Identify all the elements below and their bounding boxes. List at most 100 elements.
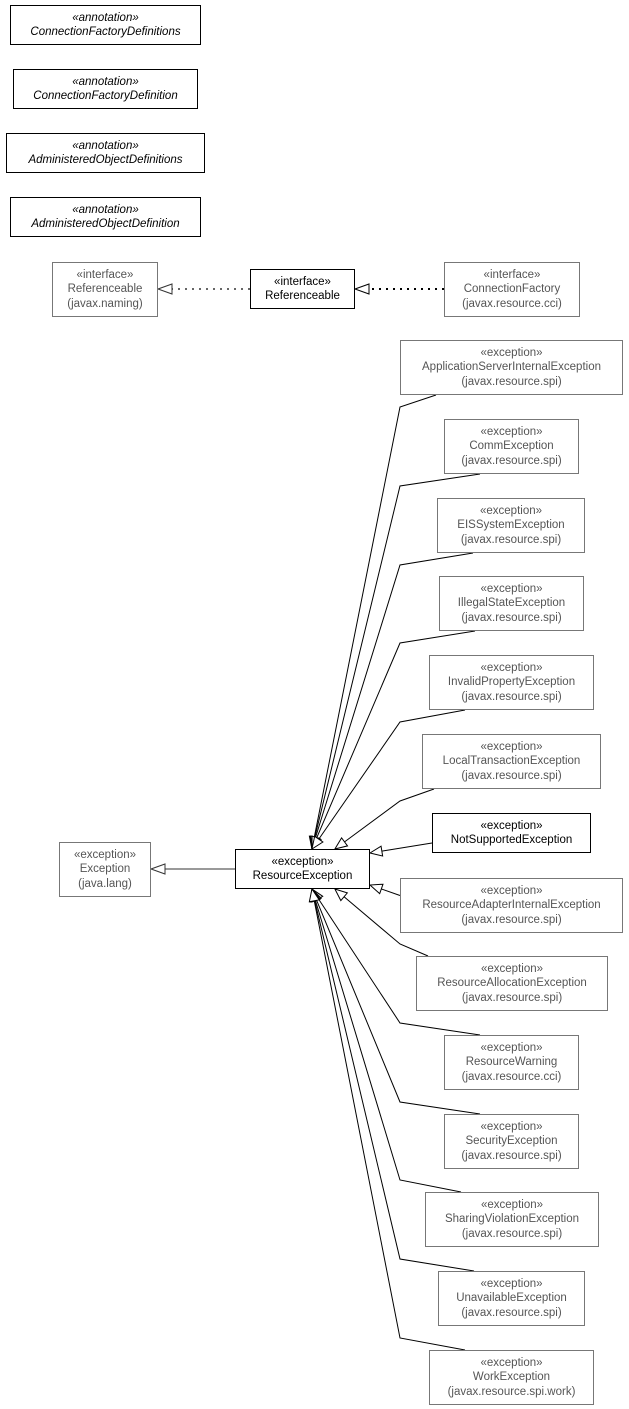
stereotype-label: «exception» bbox=[480, 1198, 544, 1211]
stereotype-label: «annotation» bbox=[72, 203, 139, 216]
stereotype-label: «exception» bbox=[479, 504, 543, 517]
stereotype-label: «exception» bbox=[73, 848, 137, 861]
generalization-arrowhead bbox=[368, 845, 384, 857]
generalization-edge bbox=[318, 898, 481, 1036]
stereotype-label: «annotation» bbox=[72, 75, 139, 88]
package-name: (javax.resource.spi) bbox=[461, 913, 562, 926]
annotation-connection-factory-definitions[interactable]: «annotation» ConnectionFactoryDefinition… bbox=[10, 5, 201, 45]
package-name: (javax.resource.cci) bbox=[462, 297, 562, 310]
class-name: ConnectionFactory bbox=[463, 283, 561, 296]
annotation-administered-object-definitions[interactable]: «annotation» AdministeredObjectDefinitio… bbox=[6, 133, 205, 173]
stereotype-label: «exception» bbox=[480, 346, 543, 359]
stereotype-label: «exception» bbox=[480, 582, 543, 595]
stereotype-label: «exception» bbox=[480, 884, 543, 897]
stereotype-label: «exception» bbox=[480, 1120, 543, 1133]
generalization-edge bbox=[343, 896, 429, 957]
stereotype-label: «exception» bbox=[480, 1356, 543, 1369]
class-name: WorkException bbox=[472, 1371, 551, 1384]
package-name: (javax.resource.spi) bbox=[461, 1227, 563, 1240]
generalization-edge bbox=[381, 842, 433, 852]
class-name: InvalidPropertyException bbox=[447, 676, 576, 689]
class-name: ConnectionFactoryDefinition bbox=[33, 90, 178, 102]
class-sharing-violation-exception[interactable]: «exception» SharingViolationException (j… bbox=[425, 1192, 599, 1247]
class-name: ConnectionFactoryDefinitions bbox=[30, 26, 181, 38]
class-name: ResourceAllocationException bbox=[437, 977, 587, 990]
generalization-arrowhead bbox=[368, 883, 384, 895]
stereotype-label: «exception» bbox=[480, 740, 543, 753]
class-name: ResourceException bbox=[252, 870, 353, 882]
generalization-edge bbox=[314, 900, 475, 1272]
class-name: SecurityException bbox=[465, 1135, 558, 1148]
class-resource-allocation-exception[interactable]: «exception» ResourceAllocationException … bbox=[416, 956, 608, 1011]
package-name: (java.lang) bbox=[78, 877, 132, 890]
generalization-arrowhead bbox=[333, 836, 349, 850]
package-name: (javax.resource.cci) bbox=[461, 1070, 562, 1083]
class-name: ResourceWarning bbox=[465, 1056, 558, 1069]
class-illegal-state-exception[interactable]: «exception» IllegalStateException (javax… bbox=[439, 576, 584, 631]
class-comm-exception[interactable]: «exception» CommException (javax.resourc… bbox=[444, 419, 579, 474]
stereotype-label: «interface» bbox=[483, 268, 541, 281]
generalization-edge bbox=[381, 888, 401, 896]
stereotype-label: «exception» bbox=[480, 1041, 543, 1054]
annotation-connection-factory-definition[interactable]: «annotation» ConnectionFactoryDefinition bbox=[13, 69, 198, 109]
stereotype-label: «interface» bbox=[76, 268, 134, 281]
generalization-edge bbox=[313, 394, 437, 838]
class-name: Referenceable bbox=[265, 290, 340, 302]
interface-referenceable[interactable]: «interface» Referenceable bbox=[250, 269, 355, 309]
stereotype-label: «exception» bbox=[480, 819, 543, 832]
generalization-edge bbox=[315, 552, 474, 838]
class-name: CommException bbox=[469, 440, 554, 453]
generalization-arrowhead-exception bbox=[149, 863, 166, 875]
class-application-server-internal-exception[interactable]: «exception» ApplicationServerInternalExc… bbox=[400, 340, 623, 395]
generalization-arrowhead bbox=[333, 888, 349, 902]
class-resource-adapter-internal-exception[interactable]: «exception» ResourceAdapterInternalExcep… bbox=[400, 878, 623, 933]
package-name: (javax.resource.spi) bbox=[461, 375, 562, 388]
package-name: (javax.resource.spi) bbox=[461, 611, 562, 624]
class-resource-exception[interactable]: «exception» ResourceException bbox=[235, 849, 370, 889]
package-name: (javax.resource.spi) bbox=[460, 533, 562, 546]
class-resource-warning[interactable]: «exception» ResourceWarning (javax.resou… bbox=[444, 1035, 579, 1090]
class-invalid-property-exception[interactable]: «exception» InvalidPropertyException (ja… bbox=[429, 655, 594, 710]
class-name: Exception bbox=[79, 863, 131, 876]
class-name: NotSupportedException bbox=[450, 834, 573, 846]
stereotype-label: «exception» bbox=[480, 425, 543, 438]
package-name: (javax.resource.spi.work) bbox=[447, 1385, 576, 1398]
package-name: (javax.naming) bbox=[67, 297, 143, 310]
stereotype-label: «exception» bbox=[271, 855, 334, 868]
class-name: ApplicationServerInternalException bbox=[422, 361, 601, 374]
class-name: Referenceable bbox=[67, 283, 143, 296]
class-name: SharingViolationException bbox=[444, 1213, 580, 1226]
class-name: UnavailableException bbox=[456, 1292, 567, 1305]
stereotype-label: «interface» bbox=[274, 275, 331, 288]
class-local-transaction-exception[interactable]: «exception» LocalTransactionException (j… bbox=[422, 734, 601, 789]
realization-arrowhead-naming bbox=[156, 283, 173, 295]
stereotype-label: «exception» bbox=[480, 661, 543, 674]
class-exception[interactable]: «exception» Exception (java.lang) bbox=[59, 842, 151, 897]
interface-naming-referenceable[interactable]: «interface» Referenceable (javax.naming) bbox=[52, 262, 158, 317]
class-security-exception[interactable]: «exception» SecurityException (javax.res… bbox=[444, 1114, 579, 1169]
class-unavailable-exception[interactable]: «exception» UnavailableException (javax.… bbox=[438, 1271, 585, 1326]
realization-arrowhead-connection-factory bbox=[353, 283, 370, 295]
subclass-edges bbox=[308, 394, 481, 1351]
package-name: (javax.resource.spi) bbox=[461, 991, 563, 1004]
class-eis-system-exception[interactable]: «exception» EISSystemException (javax.re… bbox=[437, 498, 585, 553]
class-name: AdministeredObjectDefinition bbox=[31, 218, 180, 230]
annotation-administered-object-definition[interactable]: «annotation» AdministeredObjectDefinitio… bbox=[10, 197, 201, 237]
package-name: (javax.resource.spi) bbox=[461, 1149, 562, 1162]
generalization-edge bbox=[344, 788, 435, 843]
stereotype-label: «annotation» bbox=[72, 139, 139, 152]
class-name: ResourceAdapterInternalException bbox=[422, 899, 601, 912]
package-name: (javax.resource.spi) bbox=[461, 690, 562, 703]
class-name: LocalTransactionException bbox=[442, 755, 581, 768]
package-name: (javax.resource.spi) bbox=[461, 454, 562, 467]
class-name: EISSystemException bbox=[457, 519, 565, 532]
class-work-exception[interactable]: «exception» WorkException (javax.resourc… bbox=[429, 1350, 594, 1405]
interface-connection-factory[interactable]: «interface» ConnectionFactory (javax.res… bbox=[444, 262, 580, 317]
class-name: AdministeredObjectDefinitions bbox=[28, 154, 183, 166]
class-not-supported-exception[interactable]: «exception» NotSupportedException bbox=[432, 813, 591, 853]
generalization-edge bbox=[318, 709, 466, 840]
generalization-edge bbox=[316, 899, 481, 1115]
stereotype-label: «exception» bbox=[480, 962, 544, 975]
generalization-edge bbox=[313, 900, 466, 1351]
